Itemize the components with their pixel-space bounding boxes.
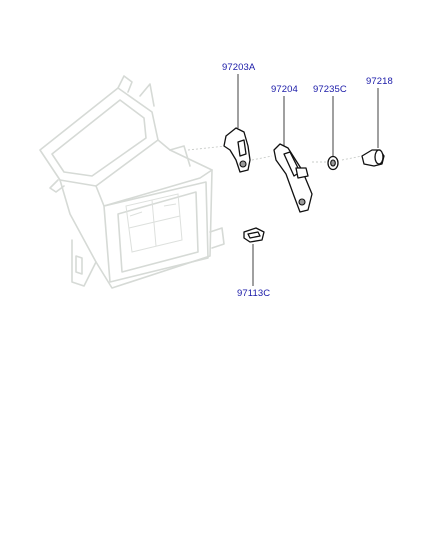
part-97235c-washer[interactable] — [327, 155, 339, 171]
assembly-line-2 — [251, 155, 273, 161]
callout-97203a[interactable]: 97203A — [222, 62, 256, 73]
callout-97218[interactable]: 97218 — [366, 76, 393, 87]
part-97218-pin[interactable] — [361, 149, 385, 167]
part-97203a-lever[interactable] — [223, 127, 251, 173]
part-97113c-clip[interactable] — [243, 227, 265, 243]
callout-97204[interactable]: 97204 — [271, 84, 298, 95]
callout-97235c[interactable]: 97235C — [313, 84, 347, 95]
assembly-line-4 — [341, 155, 363, 161]
callout-97113c[interactable]: 97113C — [237, 288, 271, 299]
part-97204-arm[interactable] — [273, 143, 313, 213]
assembly-line-1 — [187, 145, 227, 151]
heater-housing-outline — [39, 75, 225, 289]
